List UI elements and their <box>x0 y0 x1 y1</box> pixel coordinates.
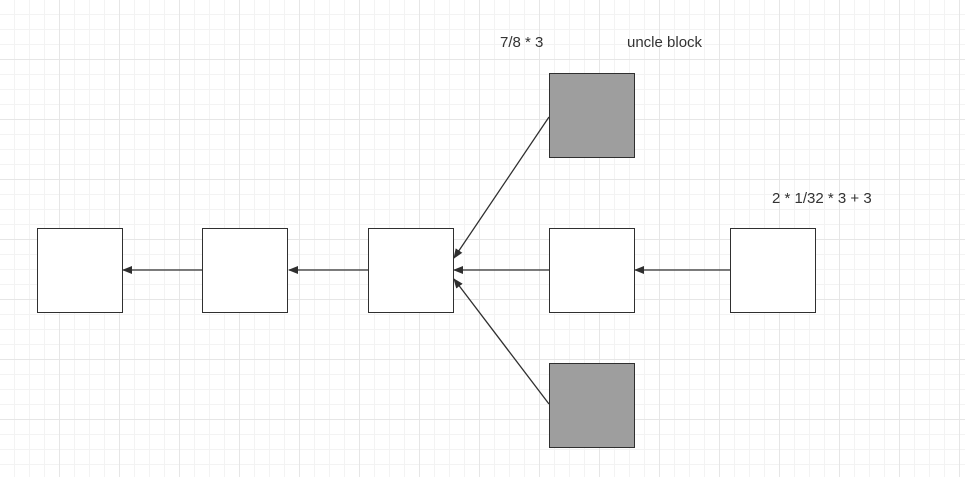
block-4[interactable] <box>549 228 635 313</box>
uncle-block-bottom[interactable] <box>549 363 635 448</box>
uncle-reward-label: 7/8 * 3 <box>500 34 544 51</box>
uncle-block-top[interactable] <box>549 73 635 158</box>
uncle-block-label: uncle block <box>627 34 703 51</box>
nephew-reward-label: 2 * 1/32 * 3 + 3 <box>772 190 872 207</box>
arrow-uncle-top-to-block-3 <box>453 116 550 259</box>
block-5[interactable] <box>730 228 816 313</box>
arrow-uncle-bottom-to-block-3 <box>453 278 550 405</box>
block-2[interactable] <box>202 228 288 313</box>
block-3[interactable] <box>368 228 454 313</box>
block-1[interactable] <box>37 228 123 313</box>
